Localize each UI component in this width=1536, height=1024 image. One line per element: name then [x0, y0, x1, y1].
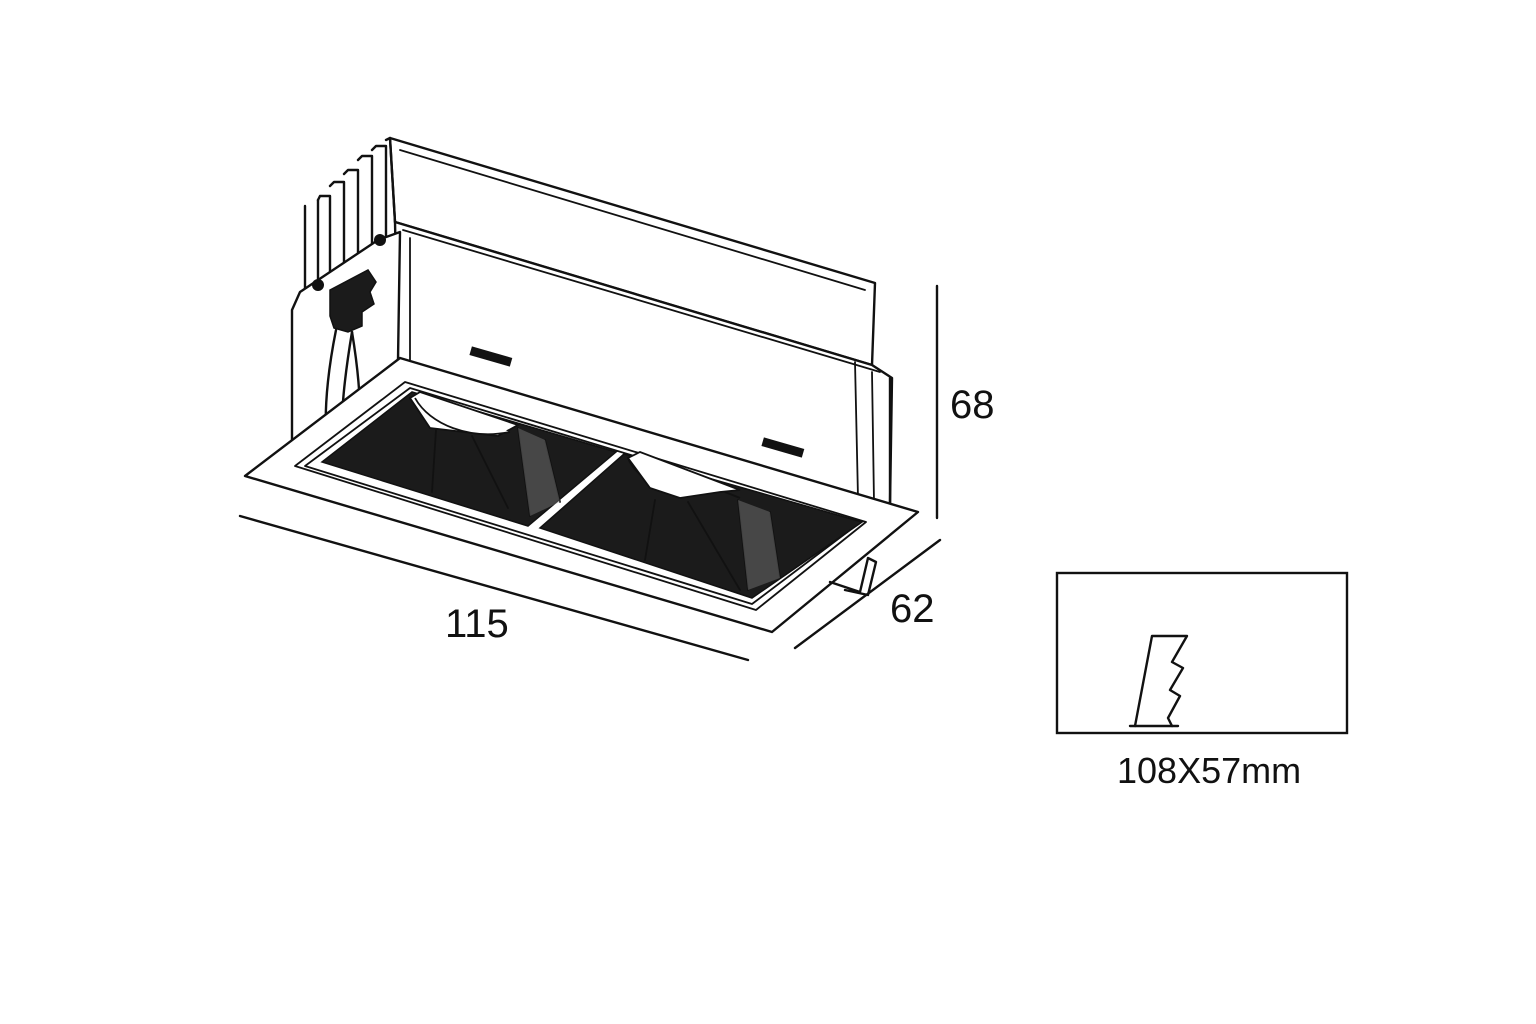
width-dimension-line [238, 514, 750, 662]
reflector-left [320, 391, 618, 527]
dimension-lines [238, 284, 942, 662]
cutout-detail [1055, 571, 1349, 735]
depth-dimension-line [793, 538, 942, 650]
cutout-size-label: 108X57mm [1117, 750, 1301, 791]
ceiling-break-symbol [1133, 634, 1189, 728]
reflector-right [538, 451, 864, 599]
clip-slot [761, 437, 805, 458]
downlight-fixture [243, 136, 920, 634]
heatsink-housing [388, 136, 894, 507]
height-dimension-label: 68 [950, 383, 995, 427]
depth-dimension-label: 62 [890, 587, 935, 631]
cutout-box [1055, 571, 1349, 735]
width-dimension-label: 115 [445, 602, 509, 646]
clip-slot [469, 346, 513, 367]
